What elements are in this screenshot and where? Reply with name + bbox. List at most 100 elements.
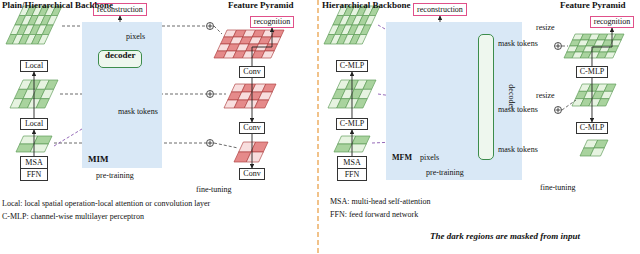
flow-arrow <box>252 134 253 168</box>
node-text: C-MLP <box>580 123 604 132</box>
patch-grid <box>324 6 380 44</box>
node-text: Local <box>25 119 43 128</box>
node-text: Local <box>25 61 43 70</box>
patch-cell <box>30 144 48 152</box>
patch-cell <box>605 52 616 58</box>
lateral-line <box>562 100 576 110</box>
node-text: C-MLP <box>580 67 604 76</box>
sum-symbol <box>555 107 562 114</box>
annotation-label: mask tokens <box>498 40 538 49</box>
stage-region: MIM decoder <box>82 22 162 168</box>
node-text: reconstruction <box>417 5 463 14</box>
patch-cell <box>34 136 52 144</box>
annotation-label: mask tokens <box>498 106 538 115</box>
decoder-box: decoder <box>478 34 494 160</box>
panel-title: Feature Pyramid <box>560 1 626 11</box>
flow-arrow <box>592 28 612 66</box>
layer-box: Conv <box>239 66 265 78</box>
layer-box: Conv <box>239 122 265 134</box>
annotation-label: mask tokens <box>498 146 538 155</box>
patch-grid <box>234 142 268 162</box>
task-box: reconstruction <box>413 3 467 16</box>
layer-box: FFN <box>337 168 367 181</box>
panel-title: Feature Pyramid <box>228 1 294 11</box>
node-text: pre-training <box>426 168 464 177</box>
node-text: MSA <box>25 158 42 167</box>
layer-box: Conv <box>239 168 265 180</box>
flow-arrow <box>34 72 35 118</box>
layer-box: Local <box>20 60 48 72</box>
node-text: recognition <box>254 17 290 26</box>
flow-arrow <box>252 28 272 66</box>
flow-arrow <box>34 130 35 156</box>
node-text: recognition <box>594 17 630 26</box>
patch-cell <box>246 152 263 162</box>
layer-box: Local <box>20 118 48 130</box>
decoder-box: decoder <box>98 50 142 68</box>
patch-cell <box>251 142 268 152</box>
patch-cell <box>271 30 284 37</box>
patch-cell <box>36 99 49 108</box>
node-text: Conv <box>243 169 260 178</box>
patch-cell <box>45 80 58 89</box>
patch-cell <box>356 35 367 45</box>
annotation-label: Local: local spatial operation-local att… <box>2 200 210 209</box>
lateral-line <box>214 26 222 34</box>
annotation-label: mask tokens <box>118 108 158 117</box>
patch-cell <box>261 51 274 58</box>
annotation-label: resize <box>536 92 555 101</box>
patch-cell <box>348 144 366 152</box>
node-text: Conv <box>243 67 260 76</box>
annotation-label: MSA: multi-head self-attention <box>330 198 430 207</box>
annotation-label: pixels <box>126 33 145 42</box>
patch-cell <box>601 91 613 98</box>
patch-grid <box>214 30 284 58</box>
patch-cell <box>597 99 609 106</box>
patch-cell <box>594 140 608 148</box>
annotation-label: pixels <box>420 154 439 163</box>
sum-symbol <box>555 43 562 50</box>
patch-cell <box>255 100 269 108</box>
annotation-label: pre-training <box>96 172 134 181</box>
annotation-label: resize <box>536 24 555 33</box>
patch-cell <box>352 136 370 144</box>
patch-cell <box>265 44 278 51</box>
patch-cell <box>590 148 604 156</box>
layer-box: C-MLP <box>576 122 608 134</box>
task-box: recognition <box>250 16 294 28</box>
patch-cell <box>360 25 371 35</box>
node-text: MSA <box>343 158 360 167</box>
patch-cell <box>354 99 367 108</box>
task-box: recognition <box>590 16 634 28</box>
annotation-label: fine-tuning <box>196 186 232 195</box>
lateral-line <box>214 94 226 95</box>
patch-cell <box>604 84 616 91</box>
node-text: FFN <box>345 170 360 179</box>
patch-cell <box>613 34 624 40</box>
patch-cell <box>359 89 372 98</box>
sum-symbol <box>207 91 214 98</box>
flow-arrow <box>352 130 353 156</box>
patch-cell <box>42 25 53 35</box>
sum-symbol <box>207 140 214 147</box>
flow-arrow <box>591 78 592 122</box>
lateral-line <box>562 46 568 47</box>
node-text: MIM <box>88 154 109 164</box>
patch-cell <box>258 92 272 100</box>
patch-grid <box>6 6 62 44</box>
flow-arrow <box>351 72 352 118</box>
node-text: C-MLP <box>340 61 364 70</box>
node-text: Conv <box>243 123 260 132</box>
sum-symbol <box>207 23 214 30</box>
node-text: FFN <box>27 170 42 179</box>
patch-cell <box>268 37 281 44</box>
patch-grid <box>224 84 276 108</box>
node-text: C-MLP <box>340 119 364 128</box>
flow-arrow <box>252 78 253 122</box>
layer-box: FFN <box>20 168 48 181</box>
lateral-line <box>214 143 238 148</box>
layer-box: C-MLP <box>336 118 368 130</box>
patch-grid <box>564 34 624 58</box>
separator-line <box>317 0 318 254</box>
